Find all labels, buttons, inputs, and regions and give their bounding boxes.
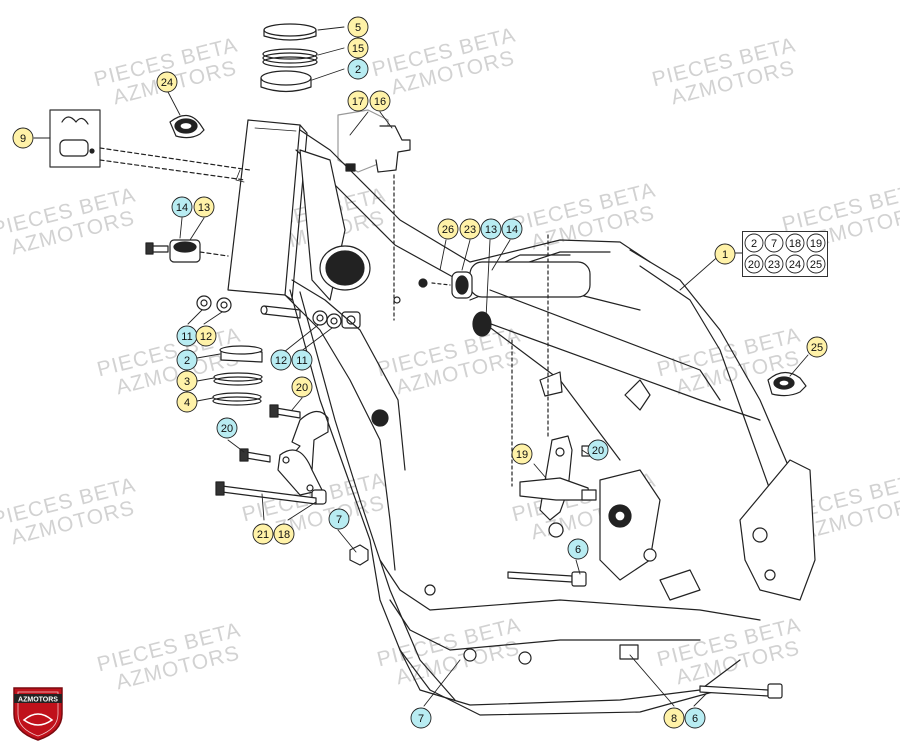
legend-num: 18 [789,238,801,250]
main-frame [284,129,816,716]
callout-6: 6 [692,713,698,725]
legend-num: 23 [768,259,780,271]
legend-num: 20 [748,259,760,271]
callout-20: 20 [592,445,604,457]
callout-20: 20 [296,382,308,394]
callout-21: 21 [257,529,269,541]
washer-12-left [216,297,232,313]
callout-1: 1 [722,249,728,261]
engine-mount-plate-19 [519,435,591,538]
callout-7: 7 [336,514,342,526]
callout-14: 14 [506,224,518,236]
nut-center [341,311,361,329]
callout-12: 12 [275,355,287,367]
nut-11-left [196,295,212,311]
callout-16: 16 [374,96,386,108]
bolt-20-upper [269,404,301,419]
callout-20: 20 [221,423,233,435]
bearing-ring-2-bottom [219,345,263,363]
bolt-6-lower [699,683,783,699]
bolt-20-lower [239,448,271,463]
callout-14: 14 [176,202,188,214]
callout-19: 19 [516,449,528,461]
legend-num: 7 [771,238,777,250]
callout-2: 2 [355,64,361,76]
cable-clamp-24 [169,114,205,139]
bearing-ring-4 [212,392,262,406]
callout-11: 11 [296,355,307,367]
callout-25: 25 [811,342,823,354]
bracket-16 [337,109,411,173]
azmotors-logo: AZMOTORS [13,687,63,741]
frame-bushing-23 [451,271,473,299]
callout-7: 7 [418,713,424,725]
logo-text: AZMOTORS [18,697,58,704]
callout-circles [12,16,828,729]
callout-18: 18 [278,529,290,541]
callout-15: 15 [352,43,364,55]
callout-9: 9 [20,133,26,145]
bolt-6-middle [507,571,587,587]
seal-ring-3 [213,372,263,386]
engine-mount-plate-18 [277,410,329,505]
frame-bushing-lower [472,311,492,337]
callout-2: 2 [184,355,190,367]
callout-26: 26 [442,224,454,236]
bearing-ring-2-top [260,70,312,93]
bearing-ring-5 [263,23,317,41]
callout-17: 17 [352,96,364,108]
pin-center [260,305,301,319]
cable-clamp-25 [767,371,807,397]
callout-13: 13 [198,202,210,214]
bolt-14 [145,242,169,255]
bolt-upper-right [393,278,428,304]
legend-num: 19 [810,238,822,250]
legend-num: 2 [751,238,757,250]
nut-11-right [326,313,342,329]
callout-12: 12 [200,331,212,343]
legend-num: 25 [810,259,822,271]
callout-5: 5 [355,22,361,34]
callout-13: 13 [485,224,497,236]
callout-11: 11 [181,331,192,343]
ignition-lock-inset [49,109,101,168]
seal-ring-15 [262,48,318,68]
callout-4: 4 [184,397,190,409]
callout-3: 3 [184,376,190,388]
legend-num: 24 [789,259,801,271]
washer-12-right [312,310,328,326]
bolt-21 [215,481,317,505]
callout-8: 8 [671,713,677,725]
bushing-13 [169,239,201,263]
callout-6: 6 [575,544,581,556]
callout-24: 24 [161,77,173,89]
callout-23: 23 [464,224,476,236]
